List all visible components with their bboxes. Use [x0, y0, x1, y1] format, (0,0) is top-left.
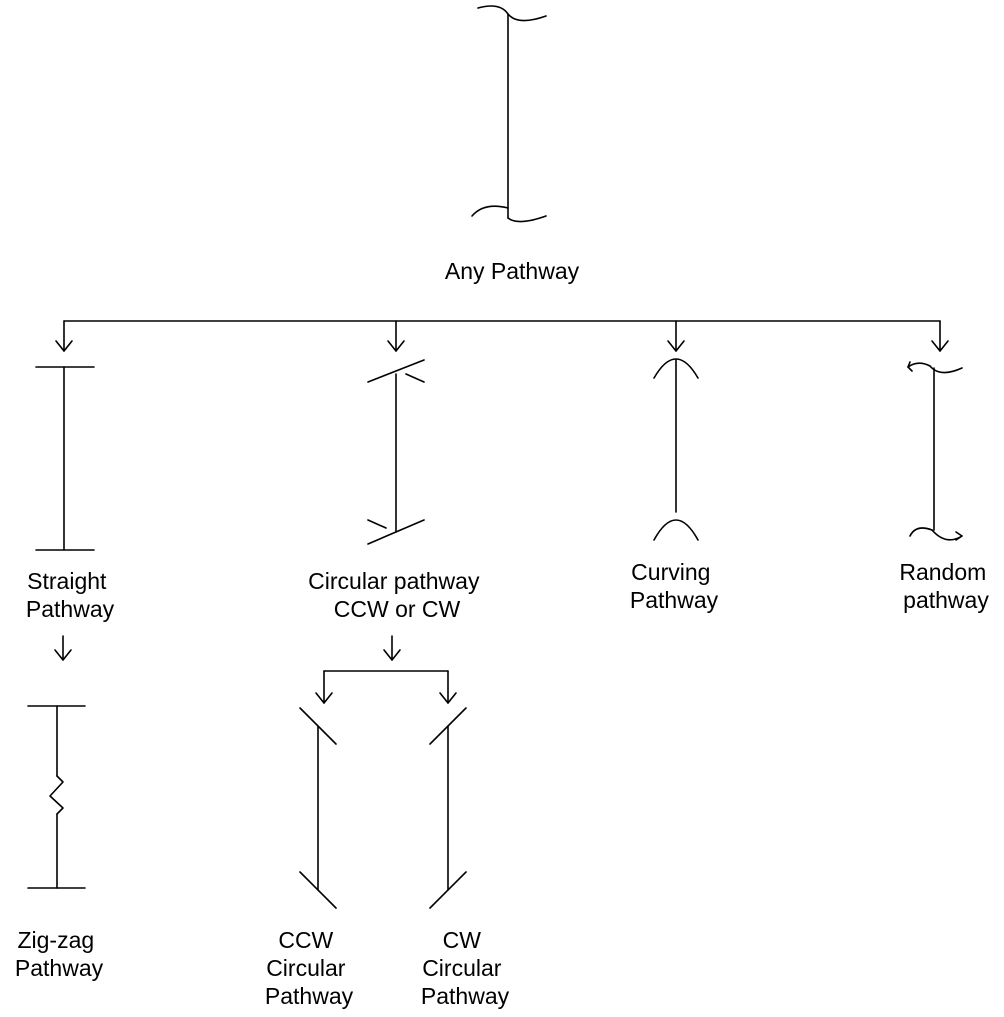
circular-pathway-glyph [367, 359, 425, 545]
random-pathway-glyph [907, 361, 963, 541]
zigzag-pathway-glyph [27, 705, 86, 889]
curving-pathway-label: Curving Pathway [630, 559, 719, 613]
cw-circular-pathway-label: CW Circular Pathway [421, 927, 510, 1009]
root-connector [55, 320, 949, 352]
zigzag-pathway-label: Zig-zag Pathway [15, 927, 104, 981]
ccw-circular-pathway-glyph [299, 707, 337, 909]
straight-to-zigzag-arrow [54, 635, 72, 661]
random-pathway-label: Random pathway [899, 559, 992, 613]
any-pathway-glyph [471, 5, 547, 223]
any-pathway-label: Any Pathway [445, 258, 580, 284]
curving-pathway-glyph [653, 358, 699, 541]
straight-pathway-glyph [35, 366, 95, 551]
ccw-circular-pathway-label: CCW Circular Pathway [265, 927, 354, 1009]
straight-pathway-label: Straight Pathway [26, 568, 115, 622]
cw-circular-pathway-glyph [429, 707, 467, 909]
circular-pathway-label: Circular pathway CCW or CW [308, 568, 486, 622]
circular-connector [315, 635, 457, 704]
